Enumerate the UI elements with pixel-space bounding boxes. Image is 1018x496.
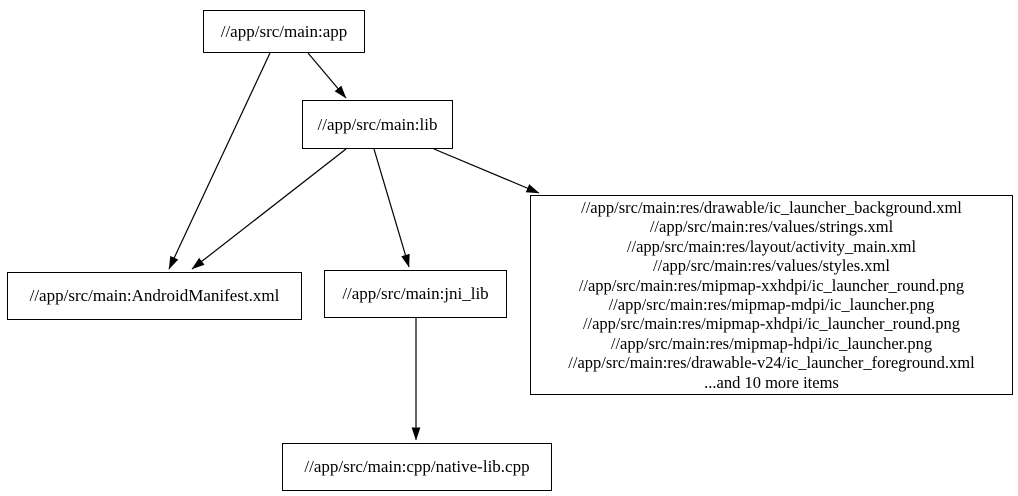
edge-app-to-manifest [168, 52, 271, 270]
node-jni-lib: //app/src/main:jni_lib [324, 270, 507, 318]
node-app: //app/src/main:app [203, 10, 365, 53]
node-resources: //app/src/main:res/drawable/ic_launcher_… [530, 195, 1013, 395]
edge-lib-to-resources [433, 148, 540, 194]
edge-app-to-lib [307, 52, 347, 99]
edge-lib-to-manifest [191, 148, 347, 270]
resource-line: //app/src/main:res/drawable/ic_launcher_… [581, 197, 962, 217]
resource-line: //app/src/main:res/drawable-v24/ic_launc… [568, 353, 975, 373]
node-jni-lib-label: //app/src/main:jni_lib [342, 284, 489, 303]
resource-line: //app/src/main:res/mipmap-xxhdpi/ic_laun… [578, 275, 965, 295]
node-android-manifest: //app/src/main:AndroidManifest.xml [7, 272, 302, 320]
edge-lib-to-jni-lib [373, 148, 410, 268]
resource-line: //app/src/main:res/mipmap-mdpi/ic_launch… [608, 295, 935, 314]
node-android-manifest-label: //app/src/main:AndroidManifest.xml [29, 286, 280, 305]
node-lib: //app/src/main:lib [302, 100, 453, 149]
node-cpp-native-lib-label: //app/src/main:cpp/native-lib.cpp [304, 457, 530, 476]
resource-line: //app/src/main:res/mipmap-xhdpi/ic_launc… [582, 314, 961, 334]
resource-line: //app/src/main:res/values/strings.xml [649, 217, 894, 237]
resource-line: //app/src/main:res/mipmap-hdpi/ic_launch… [610, 333, 933, 353]
node-app-label: //app/src/main:app [220, 21, 348, 41]
resource-line: //app/src/main:res/values/styles.xml [653, 256, 890, 276]
node-cpp-native-lib: //app/src/main:cpp/native-lib.cpp [282, 443, 552, 491]
resource-line-more: ...and 10 more items [704, 372, 839, 392]
resource-line: //app/src/main:res/layout/activity_main.… [626, 236, 917, 256]
node-lib-label: //app/src/main:lib [317, 114, 438, 134]
